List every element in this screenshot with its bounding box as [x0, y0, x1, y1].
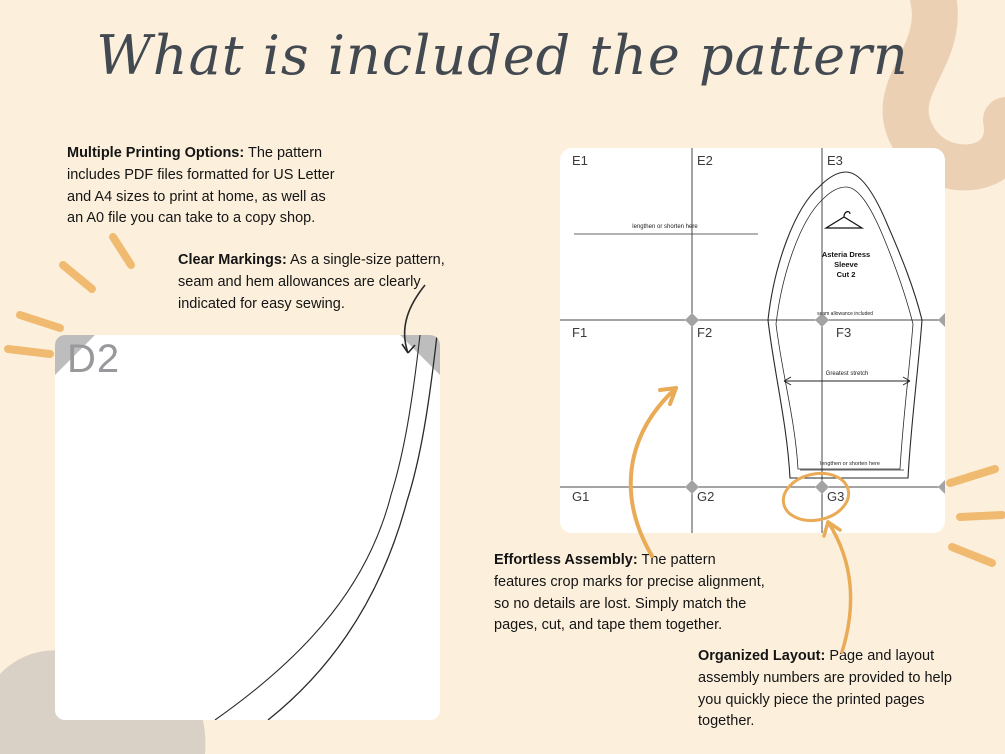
pattern-page-graphics	[55, 335, 440, 720]
page-title: What is included the pattern	[96, 24, 909, 87]
sleeve-seam-outline	[775, 186, 914, 470]
pattern-seam-line	[214, 335, 421, 720]
pattern-cut-line	[267, 335, 438, 720]
pattern-layout-preview-card: E1 E2 E3 F1 F2 F3 G1 G2 G3 lengthen or s…	[560, 148, 945, 533]
feature-printing-options-body: The pattern includes PDF files formatted…	[67, 145, 335, 227]
piece-cut-line: Cut 2	[836, 269, 856, 279]
corner-crop-triangle	[55, 335, 95, 375]
crop-mark-diamond	[938, 313, 945, 327]
feature-effortless-assembly-body: The pattern features crop marks for prec…	[494, 552, 765, 634]
seam-allowance-note: seam allowance included	[817, 311, 873, 317]
blob-top-right-decoration	[882, 0, 1005, 191]
crop-mark-diamond	[938, 480, 945, 494]
feature-effortless-assembly-heading: Effortless Assembly:	[494, 552, 638, 568]
sunburst-strokes-left	[4, 233, 135, 358]
crop-mark-diamond	[815, 313, 829, 327]
crop-mark-diamond	[685, 313, 699, 327]
grid-cell-label: F2	[697, 325, 713, 340]
stretch-note: Greatest stretch	[825, 371, 869, 377]
sleeve-cut-outline	[767, 171, 923, 479]
piece-name-line: Asteria Dress	[821, 250, 871, 259]
crop-mark-diamond	[685, 480, 699, 494]
stretch-arrow-heads	[783, 376, 911, 386]
feature-effortless-assembly: Effortless Assembly: The pattern feature…	[494, 550, 772, 637]
grid-cell-label: F1	[572, 325, 588, 340]
grid-cell-label: G3	[827, 489, 845, 504]
feature-organized-layout: Organized Layout: Page and layout assemb…	[698, 646, 960, 733]
grid-cell-label: G1	[572, 489, 590, 504]
annotation-circle-orange	[781, 471, 853, 654]
lengthen-shorten-note: lengthen or shorten here	[820, 461, 880, 467]
grid-cell-label: E3	[827, 153, 843, 168]
pattern-layout-graphics	[560, 148, 945, 533]
grid-cell-label: F3	[836, 325, 852, 340]
piece-type-line: Sleeve	[834, 259, 858, 269]
annotation-arrow-orange	[628, 386, 678, 558]
hanger-icon	[823, 211, 865, 229]
annotation-arrow-dark	[401, 284, 426, 354]
sunburst-strokes-right	[946, 465, 1005, 567]
grid-cell-label: G2	[697, 489, 715, 504]
feature-organized-layout-body: Page and layout assembly numbers are pro…	[698, 648, 952, 730]
grid-cell-label: E1	[572, 153, 588, 168]
grid-cell-label: E2	[697, 153, 713, 168]
pattern-piece-name: Asteria Dress Sleeve Cut 2	[804, 250, 888, 279]
corner-crop-triangle	[400, 335, 440, 375]
feature-clear-markings-heading: Clear Markings:	[178, 252, 287, 268]
feature-printing-options: Multiple Printing Options: The pattern i…	[67, 143, 337, 230]
feature-organized-layout-heading: Organized Layout:	[698, 648, 826, 664]
lengthen-shorten-note: lengthen or shorten here	[632, 224, 698, 230]
feature-clear-markings: Clear Markings: As a single-size pattern…	[178, 250, 450, 315]
feature-clear-markings-body: As a single-size pattern, seam and hem a…	[178, 252, 445, 312]
pattern-page-preview-card: D2	[55, 335, 440, 720]
feature-printing-options-heading: Multiple Printing Options:	[67, 145, 245, 161]
crop-mark-diamond	[815, 480, 829, 494]
page-label: D2	[67, 337, 121, 381]
